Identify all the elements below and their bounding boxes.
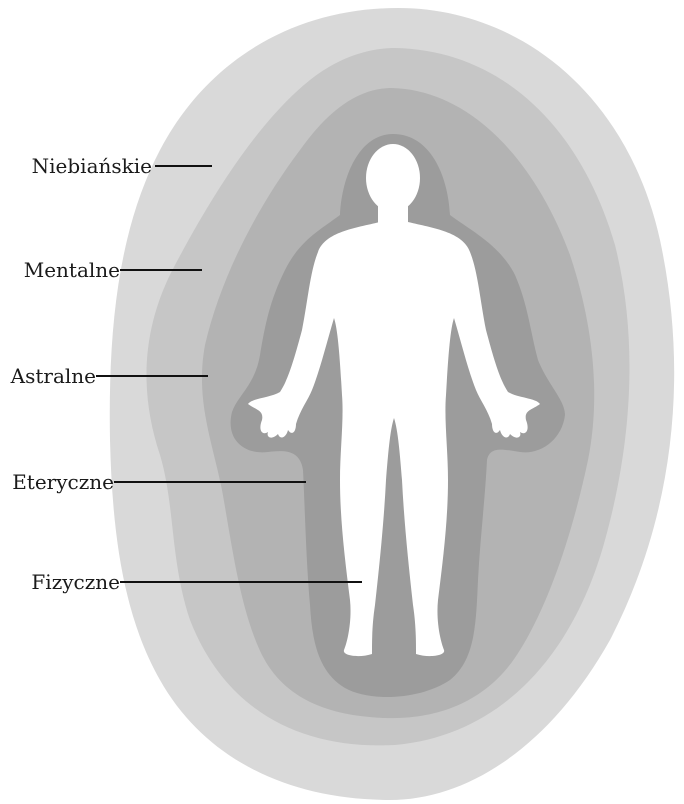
label-astralne: Astralne	[10, 364, 96, 388]
label-fizyczne: Fizyczne	[31, 570, 120, 594]
label-mentalne: Mentalne	[24, 258, 120, 282]
label-eteryczne: Eteryczne	[12, 470, 114, 494]
label-niebianskie: Niebiańskie	[32, 154, 152, 178]
